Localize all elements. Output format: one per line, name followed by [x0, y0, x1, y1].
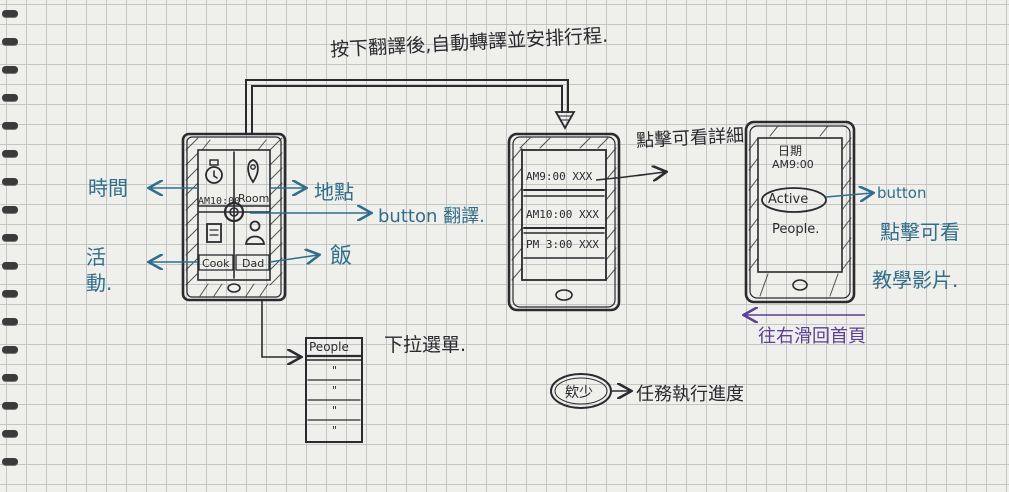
label-food: 飯 — [330, 244, 353, 269]
label-activity: 活動. — [86, 245, 113, 295]
phone-2-row: AM10:00 XXX — [526, 208, 599, 221]
phone-3-note-video: 教學影片. — [872, 268, 959, 292]
connector-details — [595, 172, 665, 180]
phone-2-row: PM 3:00 XXX — [526, 238, 599, 251]
phone-3-people: People. — [772, 222, 820, 237]
phone-1-cell-time: AM10:00 — [198, 196, 241, 207]
phone-1-cell-cook: Cook — [202, 257, 230, 270]
phone-1-annotation-arrows — [150, 188, 370, 262]
dropdown-row: " — [332, 364, 338, 377]
phone-3-sketch — [744, 120, 856, 304]
phone-3-note-button: button — [877, 184, 927, 202]
phone-3-time: AM9:00 — [772, 158, 814, 171]
dropdown-row: " — [332, 404, 338, 417]
progress-note: 任務執行進度 — [636, 384, 744, 405]
progress-badge-sketch — [550, 373, 630, 409]
phone-2-row: AM9:00 XXX — [526, 170, 593, 183]
dropdown-sketch — [304, 337, 364, 443]
dropdown-row: " — [332, 384, 338, 397]
connector-translate — [245, 79, 576, 134]
dropdown-header: People — [309, 340, 349, 354]
phone-3-note-click: 點擊可看 — [880, 220, 960, 244]
phone-3-active-button[interactable]: Active — [768, 192, 809, 207]
phone-3-date: 日期 — [778, 144, 803, 158]
dropdown-row: " — [332, 424, 338, 437]
connector-dropdown — [261, 300, 300, 357]
phone-1-sketch — [181, 132, 287, 302]
phone-1-cell-dad: Dad — [242, 257, 265, 270]
label-button-translate: button 翻譯. — [378, 206, 485, 227]
phone-3-arrows — [745, 193, 872, 315]
progress-badge: 欸少 — [565, 385, 593, 401]
dropdown-note: 下拉選單. — [384, 334, 467, 356]
phone-2-sketch — [507, 132, 621, 312]
phone-3-swipe-note: 往右滑回首頁 — [758, 326, 866, 347]
phone-1-cell-room: Room — [238, 192, 270, 205]
label-time: 時間 — [88, 176, 128, 200]
label-location: 地點 — [314, 180, 354, 204]
